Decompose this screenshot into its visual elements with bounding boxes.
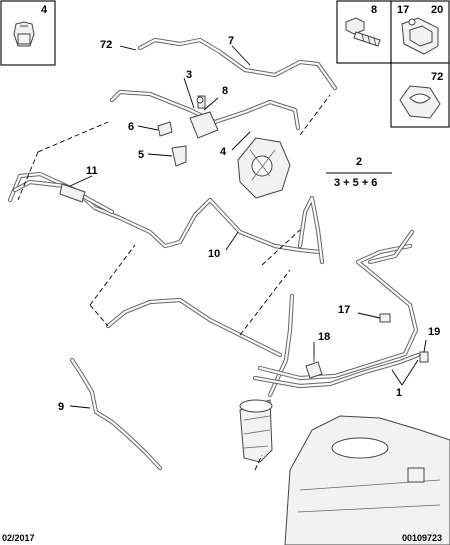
bolt-8-part xyxy=(196,96,204,104)
fuel-filter xyxy=(239,399,273,463)
callout-9: 9 xyxy=(58,401,64,413)
callout-17: 17 xyxy=(338,304,350,316)
group-formula: 2 3 + 5 + 6 xyxy=(326,156,392,189)
callout-5: 5 xyxy=(138,149,144,161)
clip-17-part xyxy=(379,313,391,323)
callout-72: 72 xyxy=(100,39,112,51)
callout-1: 1 xyxy=(396,387,402,399)
inset-label-8: 8 xyxy=(371,4,377,16)
callouts: 72 7 3 8 6 5 4 11 10 17 18 19 1 9 xyxy=(58,35,440,413)
inset-label-20: 20 xyxy=(431,4,443,16)
connector-3-block xyxy=(189,95,219,139)
part-6-bracket xyxy=(157,121,173,137)
callout-6: 6 xyxy=(128,121,134,133)
callout-4: 4 xyxy=(220,146,227,158)
fuel-rail-pipe-11 xyxy=(59,183,86,203)
callout-8: 8 xyxy=(222,85,228,97)
footer-date: 02/2017 xyxy=(2,533,35,543)
inset-box-bolt-8: 8 xyxy=(336,0,392,64)
callout-7: 7 xyxy=(228,35,234,47)
inset-label-17: 17 xyxy=(397,4,409,16)
group-formula-text: 3 + 5 + 6 xyxy=(334,177,377,189)
callout-3: 3 xyxy=(186,69,192,81)
leader-lines xyxy=(69,45,427,409)
callout-19: 19 xyxy=(428,326,440,338)
pipe-clip-icon xyxy=(399,85,441,119)
callout-18: 18 xyxy=(318,331,330,343)
bolt-icon xyxy=(345,17,381,47)
inset-box-clip-72: 72 xyxy=(390,62,450,128)
callout-2: 2 xyxy=(356,156,362,168)
inset-box-clip-4: 4 xyxy=(0,0,56,66)
callout-11: 11 xyxy=(86,165,98,177)
inset-label-4: 4 xyxy=(41,4,48,16)
inset-box-clip-17-20: 17 20 xyxy=(390,0,450,64)
double-clip-icon xyxy=(401,17,439,55)
pressure-sensor-5 xyxy=(171,145,187,167)
inset-label-72: 72 xyxy=(431,71,443,83)
high-pressure-pump xyxy=(237,137,291,199)
footer-reference: 00109723 xyxy=(402,533,442,543)
clip-19-part xyxy=(419,351,429,363)
callout-10: 10 xyxy=(208,248,220,260)
fuel-tank xyxy=(284,415,450,545)
valve-18 xyxy=(305,356,323,379)
clip-icon xyxy=(13,21,35,47)
dashed-links xyxy=(17,94,331,471)
